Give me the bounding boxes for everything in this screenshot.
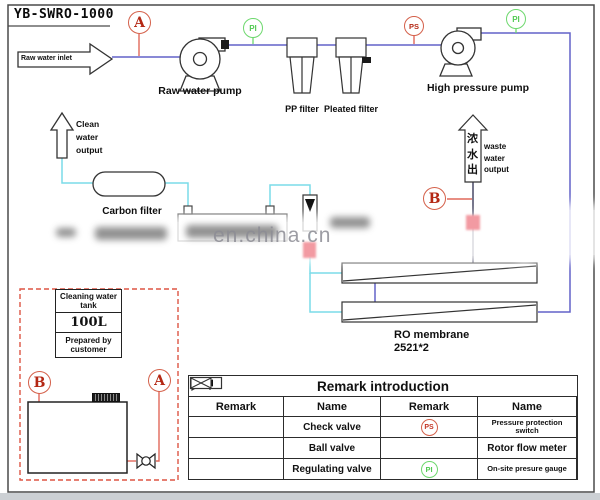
ro-membrane-label: RO membrane [394, 329, 470, 341]
pressure-gauge-marker-2: PI [506, 9, 526, 29]
carbon-filter-symbol [92, 171, 166, 197]
label-line: Clean [76, 119, 100, 129]
pressure-switch-marker: PS [404, 16, 424, 36]
remark-table-title: Remark introduction [189, 376, 577, 397]
pressure-switch-icon: PS [381, 417, 478, 438]
check-valve-icon [189, 378, 284, 438]
remark-name: Ball valve [284, 438, 381, 459]
pressure-gauge-icon: PI [381, 459, 478, 479]
point-a-marker-top: A [128, 11, 151, 34]
label-line: water [76, 132, 99, 142]
lines-red [38, 34, 472, 462]
cleaning-tank-info-row1: Cleaning water tank [55, 289, 122, 313]
marker-letter: A [154, 372, 165, 389]
remark-table-header: Name [284, 397, 381, 417]
point-b-marker-cleaning: B [28, 371, 51, 394]
raw-water-pump-symbol [179, 37, 229, 92]
remark-table-header: Name [478, 397, 577, 417]
ro-membrane-2-symbol [341, 301, 538, 323]
pink-valve-1 [303, 242, 316, 258]
pp-filter-symbol [286, 37, 318, 94]
marker-letter: B [428, 190, 441, 207]
rotor-flow-meter-icon [189, 376, 478, 459]
clean-water-output-label: Clean water output [76, 118, 102, 157]
remark-table-header: Remark [189, 397, 284, 417]
pleated-filter-label: Pleated filter [323, 104, 379, 114]
blur-blob [95, 227, 167, 240]
ro-membrane-1-symbol [341, 262, 538, 284]
waste-water-output-label: waste water output [484, 141, 509, 176]
pleated-filter-symbol [335, 37, 371, 94]
point-a-marker-cleaning: A [148, 369, 171, 392]
label-line: waste [484, 142, 507, 151]
remark-name: Check valve [284, 417, 381, 438]
marker-letter: B [33, 374, 46, 391]
label-line: output [76, 145, 103, 155]
remark-name: On-site presure gauge [478, 459, 577, 479]
marker-letter: PS [424, 423, 434, 431]
remark-table: Remark introduction Remark Name Remark N… [188, 375, 578, 480]
blur-blob [330, 217, 370, 228]
bottom-strip [0, 493, 600, 500]
raw-water-inlet-arrow [17, 42, 114, 76]
pp-filter-label: PP filter [285, 104, 319, 114]
marker-letter: PI [249, 23, 257, 33]
cleaning-circuit-box [19, 288, 179, 481]
ball-valve-icon [189, 377, 284, 459]
regulating-valve-icon [189, 377, 284, 479]
clean-water-arrow [49, 111, 75, 159]
remark-name: Regulating valve [284, 459, 381, 479]
marker-letter: PI [512, 14, 520, 24]
cleaning-tank-info-row2: 100L [55, 312, 122, 333]
point-b-marker-waste: B [423, 187, 446, 210]
pressure-gauge-marker-1: PI [243, 18, 263, 38]
remark-name: Pressure protection switch [478, 417, 577, 438]
high-pressure-pump-label: High pressure pump [426, 82, 530, 94]
cleaning-tank-info-row3: Prepared by customer [55, 332, 122, 358]
pink-valve-2 [466, 215, 480, 230]
label-line: output [484, 165, 509, 174]
ro-membrane-spec-label: 2521*2 [394, 342, 429, 354]
marker-letter: PI [425, 464, 433, 474]
marker-letter: PS [408, 21, 419, 31]
stems-green [252, 29, 517, 44]
pipes-blue [112, 32, 571, 313]
waste-water-arrow [457, 114, 489, 183]
watermark-text: en.china.cn [213, 224, 332, 247]
remark-table-header: Remark [381, 397, 478, 417]
label-line: water [484, 153, 505, 163]
waste-water-chinese-label: 浓水出 [467, 133, 478, 176]
blur-blob [56, 228, 76, 237]
page-title: YB-SWRO-1000 [14, 7, 114, 22]
high-pressure-pump-symbol [439, 27, 482, 77]
carbon-filter-label: Carbon filter [102, 206, 162, 217]
remark-name: Rotor flow meter [478, 438, 577, 459]
tank-cap [92, 393, 120, 402]
blur-smudge [525, 210, 595, 255]
cleaning-tank-symbol [27, 401, 128, 474]
raw-water-pump-label: Raw water pump [158, 85, 242, 97]
blur-blob [186, 225, 278, 238]
marker-letter: A [134, 14, 145, 31]
raw-water-inlet-label: Raw water inlet [21, 55, 72, 62]
ball-valve-symbol [136, 452, 156, 470]
